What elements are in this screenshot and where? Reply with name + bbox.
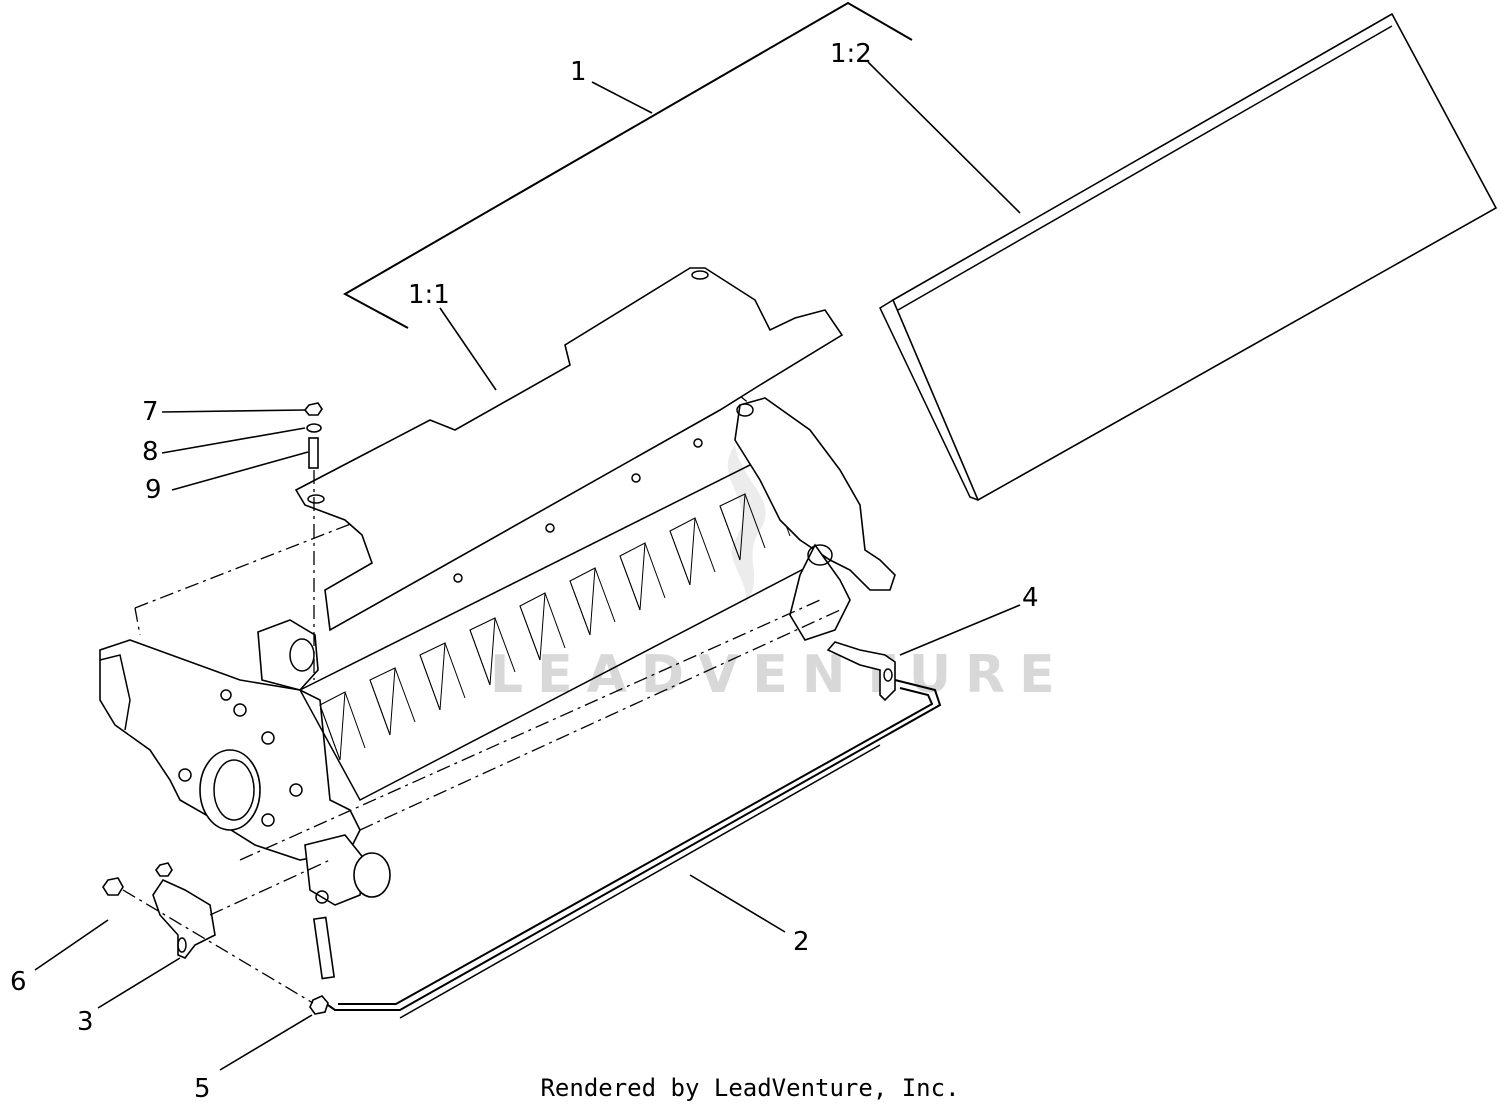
reel-blades bbox=[319, 481, 791, 761]
shield-plate bbox=[294, 267, 844, 632]
callout-8: 8 bbox=[142, 437, 159, 467]
deflector-panel bbox=[879, 12, 1498, 502]
callout-4: 4 bbox=[1022, 583, 1039, 613]
right-bracket bbox=[826, 641, 896, 702]
callout-7: 7 bbox=[142, 397, 159, 427]
watermark: LEADVENTURE bbox=[490, 445, 1069, 705]
rod bbox=[324, 679, 942, 1019]
footer-credit: Rendered by LeadVenture, Inc. bbox=[540, 1074, 960, 1102]
callout-leaders bbox=[34, 61, 1021, 1071]
callout-5: 5 bbox=[194, 1074, 211, 1104]
callout-2: 2 bbox=[793, 927, 810, 957]
callout-1-1: 1:1 bbox=[408, 280, 450, 310]
callout-9: 9 bbox=[145, 475, 162, 505]
callout-3: 3 bbox=[77, 1007, 94, 1037]
watermark-text: LEADVENTURE bbox=[490, 645, 1069, 705]
callout-1: 1 bbox=[570, 57, 587, 87]
left-bracket bbox=[102, 859, 331, 1015]
callout-6: 6 bbox=[10, 967, 27, 997]
callouts: 1 1:2 1:1 7 8 9 4 2 6 3 5 bbox=[10, 39, 1039, 1104]
callout-1-2: 1:2 bbox=[830, 39, 872, 69]
reel-housing bbox=[99, 379, 896, 980]
assembly-bracket bbox=[342, 1, 913, 329]
